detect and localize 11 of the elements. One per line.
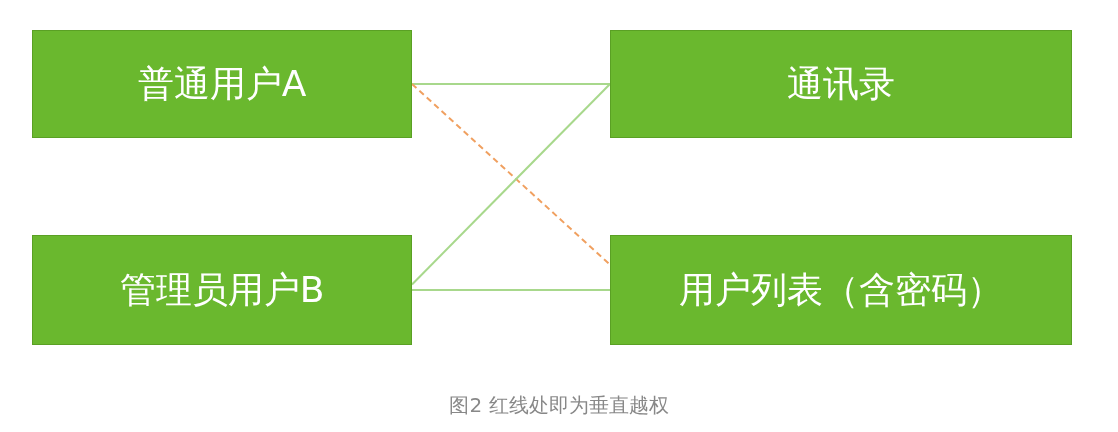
process-box bbox=[32, 235, 412, 345]
connector-line bbox=[411, 289, 611, 291]
process-box bbox=[610, 30, 1072, 138]
caption: 图2 红线处即为垂直越权 bbox=[449, 392, 669, 419]
box-label: 管理员用户B bbox=[119, 268, 325, 312]
box-label: 用户列表（含密码） bbox=[679, 268, 1003, 312]
process-box bbox=[32, 30, 412, 138]
box-label: 普通用户A bbox=[137, 62, 307, 106]
process-box bbox=[610, 235, 1072, 345]
box-label: 通讯录 bbox=[787, 62, 895, 106]
connector-line bbox=[411, 83, 611, 85]
